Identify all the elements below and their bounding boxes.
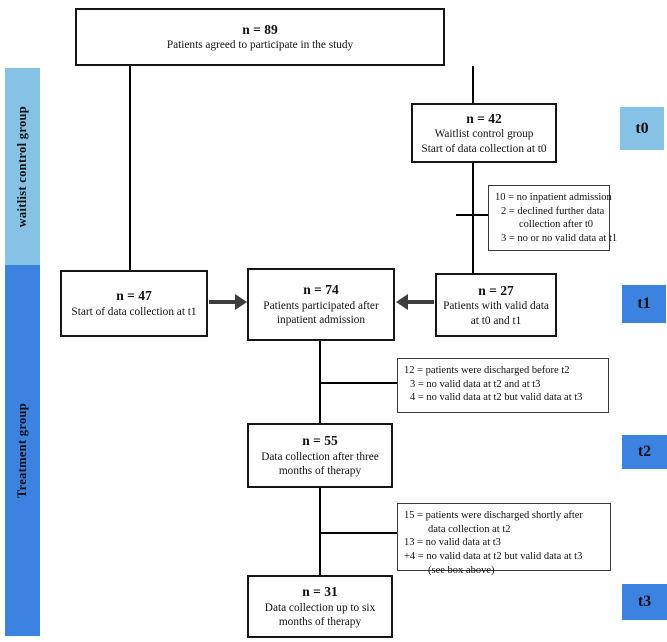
note-line: 3 = no valid data at t2 and at t3 — [410, 378, 541, 390]
box-n74-count: n = 74 — [303, 282, 339, 298]
box-n74: n = 74 Patients participated after inpat… — [247, 268, 395, 341]
timepoint-t1: t1 — [622, 285, 666, 323]
box-n55-count: n = 55 — [302, 433, 338, 449]
box-n31-line2: months of therapy — [278, 616, 362, 629]
sidebar-waitlist-label: waitlist control group — [15, 105, 29, 228]
box-n55: n = 55 Data collection after three month… — [247, 423, 393, 488]
timepoint-t0: t0 — [620, 107, 664, 150]
arrow-shaft — [407, 300, 434, 304]
note-line: collection after t0 — [519, 219, 594, 231]
connector-tick-note-t0 — [456, 214, 488, 216]
box-n42: n = 42 Waitlist control group Start of d… — [411, 103, 557, 163]
box-n55-line1: Data collection after three — [261, 450, 379, 463]
box-n74-line1: Patients participated after — [263, 299, 379, 312]
box-n27-line1: Patients with valid data — [443, 300, 549, 313]
note-exclusions-after-t0: 10 = no inpatient admission 2 = declined… — [488, 185, 618, 251]
box-n47-line1: Start of data collection at t1 — [71, 305, 197, 318]
arrow-head — [396, 294, 408, 310]
sidebar-treatment-label: Treatment group — [15, 402, 29, 499]
box-n31-line1: Data collection up to six — [264, 601, 376, 614]
box-n31-count: n = 31 — [302, 584, 338, 600]
note-line: 3 = no or no valid data at t1 — [501, 232, 618, 244]
timepoint-t3: t3 — [622, 584, 667, 620]
sidebar-waitlist-group: waitlist control group — [5, 68, 40, 265]
box-n74-line2: inpatient admission — [276, 314, 366, 327]
arrow-shaft — [209, 300, 236, 304]
box-n47: n = 47 Start of data collection at t1 — [60, 270, 208, 337]
sidebar-treatment-group: Treatment group — [5, 265, 40, 636]
timepoint-t2: t2 — [622, 435, 667, 469]
connector-n89-to-n47 — [129, 66, 131, 270]
note-line: +4 = no valid data at t2 but valid data … — [404, 550, 583, 562]
connector-n89-to-n42 — [472, 66, 474, 103]
note-line: 2 = declined further data — [501, 205, 605, 217]
arrow-head — [235, 294, 247, 310]
note-line: 15 = patients were discharged shortly af… — [404, 510, 583, 521]
note-line: data collection at t2 — [428, 523, 511, 535]
note-exclusions-after-t2: 15 = patients were discharged shortly af… — [397, 503, 611, 576]
note-line: (see box above) — [428, 564, 495, 576]
box-n31: n = 31 Data collection up to six months … — [247, 575, 393, 638]
box-n27-line2: at t0 and t1 — [470, 314, 522, 327]
note-line: 4 = no valid data at t2 but valid data a… — [410, 392, 583, 404]
box-n89: n = 89 Patients agreed to participate in… — [75, 8, 445, 66]
box-n89-line1: Patients agreed to participate in the st… — [166, 39, 354, 52]
box-n89-count: n = 89 — [242, 21, 278, 37]
box-n47-count: n = 47 — [116, 288, 152, 304]
box-n55-line2: months of therapy — [278, 465, 362, 478]
box-n42-line1: Waitlist control group — [434, 128, 534, 141]
box-n42-count: n = 42 — [466, 110, 502, 126]
arrow-n47-to-n74-icon — [209, 294, 247, 310]
note-line: 13 = no valid data at t3 — [404, 537, 501, 549]
connector-n42-to-n27 — [472, 163, 474, 273]
note-exclusions-before-t2: 12 = patients were discharged before t2 … — [397, 358, 609, 413]
box-n27-count: n = 27 — [478, 282, 514, 298]
box-n27: n = 27 Patients with valid data at t0 an… — [435, 273, 557, 337]
box-n42-line2: Start of data collection at t0 — [421, 142, 547, 155]
connector-n55-to-n31 — [319, 488, 321, 575]
arrow-n27-to-n74-icon — [396, 294, 434, 310]
connector-tick-note-t3 — [320, 532, 397, 534]
connector-tick-note-t2 — [320, 382, 397, 384]
note-line: 10 = no inpatient admission — [495, 192, 612, 203]
note-line: 12 = patients were discharged before t2 — [404, 365, 570, 376]
